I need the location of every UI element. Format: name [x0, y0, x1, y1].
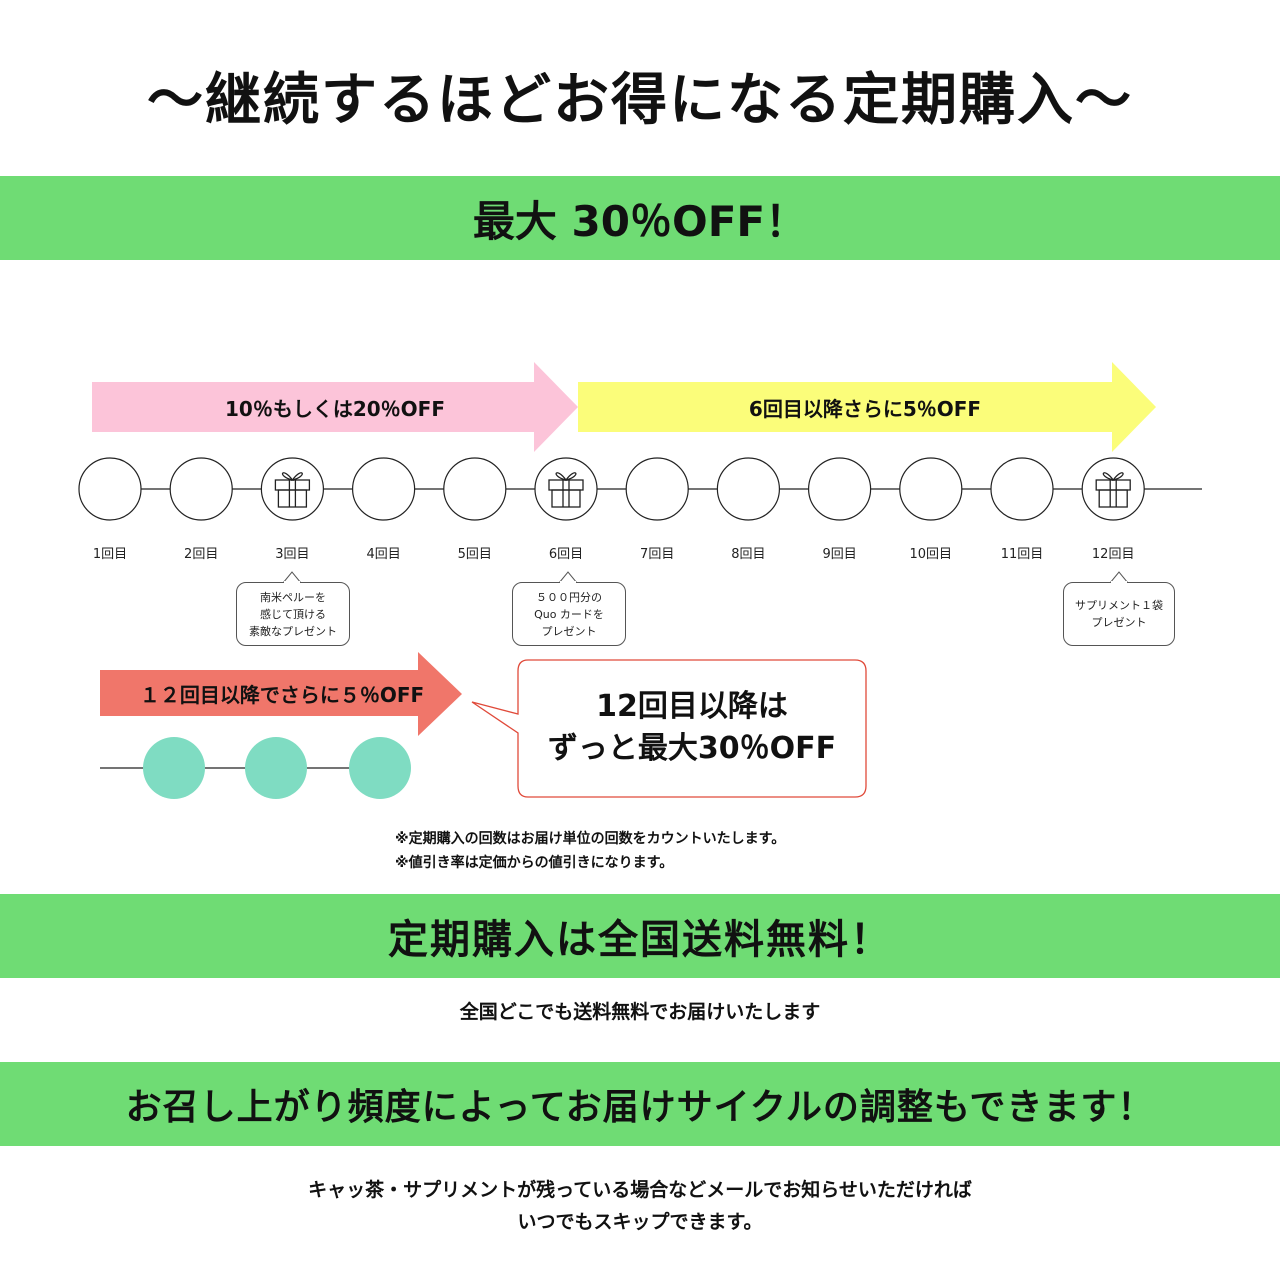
gift-icon [548, 472, 584, 508]
discount-banner: 最大 30％OFF！ [0, 176, 1280, 260]
timeline-circle [625, 457, 689, 521]
timeline-label: 3回目 [275, 547, 310, 562]
timeline-label: 6回目 [548, 547, 584, 562]
bubble-line-2: ずっと最大30％OFF [547, 731, 837, 766]
callout-12th: サプリメント１袋 プレゼント [1063, 582, 1175, 646]
timeline-graphic: 10％もしくは20％OFF 6回目以降さらに5％OFF [78, 362, 1202, 521]
timeline-circle [169, 457, 233, 521]
callout-3rd: 南米ペルーを 感じて頂ける 素敵なプレゼント [236, 582, 350, 646]
timeline-circle [260, 457, 324, 521]
shipping-sub-text: 全国どこでも送料無料でお届けいたします [459, 1001, 821, 1023]
arrow-pink-label: 10％もしくは20％OFF [225, 397, 445, 421]
timeline-label: 5回目 [457, 547, 492, 562]
arrow-red-label: １２回目以降でさらに５％OFF [140, 683, 424, 707]
arrow-red [100, 652, 462, 736]
page-title: 〜継続するほどお得になる定期購入〜 [147, 68, 1133, 133]
note-line: ※値引き率は定価からの値引きになります。 [395, 855, 674, 871]
bubble-line-1: 12回目以降は [596, 689, 788, 724]
timeline-label: 8回目 [731, 547, 766, 562]
timeline-circle [443, 457, 507, 521]
speech-bubble [471, 659, 867, 798]
callout-3rd-line: 素敵なプレゼント [249, 624, 337, 638]
timeline-label: 4回目 [366, 547, 401, 562]
shipping-banner-text: 定期購入は全国送料無料！ [388, 917, 892, 963]
notes: ※定期購入の回数はお届け単位の回数をカウントいたします。 ※値引き率は定価からの… [395, 828, 785, 872]
timeline-label: 1回目 [92, 547, 128, 562]
cycle-banner: お召し上がり頻度によってお届けサイクルの調整もできます！ [0, 1062, 1280, 1146]
callout-6th-line: プレゼント [541, 624, 597, 638]
gift-icon [1095, 472, 1131, 508]
callout-12th-line: サプリメント１袋 [1075, 599, 1163, 612]
teal-circle [245, 737, 307, 799]
bonus-graphic: １２回目以降でさらに５％OFF [100, 652, 867, 799]
timeline-label: 11回目 [1000, 547, 1044, 562]
arrow-yellow-label: 6回目以降さらに5％OFF [749, 397, 981, 421]
timeline-label: 10回目 [909, 547, 953, 562]
timeline-circle [534, 457, 598, 521]
timeline-circle [1081, 457, 1145, 521]
callout-3rd-line: 感じて頂ける [260, 607, 326, 621]
discount-banner-text: 最大 30％OFF！ [472, 196, 808, 246]
timeline-label: 2回目 [184, 547, 219, 562]
callout-12th-line: プレゼント [1091, 616, 1147, 629]
callout-6th: ５００円分の Quo カードを プレゼント [512, 582, 626, 646]
timeline-circle [352, 457, 416, 521]
teal-circle [143, 737, 205, 799]
callout-6th-line: ５００円分の [536, 590, 602, 604]
bubble-text: 12回目以降は ずっと最大30％OFF [518, 686, 866, 770]
cycle-sub-text: キャッ茶・サプリメントが残っている場合などメールでお知らせいただければ いつでも… [0, 1174, 1280, 1238]
note-line: ※定期購入の回数はお届け単位の回数をカウントいたします。 [395, 831, 786, 847]
cycle-banner-text: お召し上がり頻度によってお届けサイクルの調整もできます！ [125, 1087, 1155, 1128]
cycle-sub-line: いつでもスキップできます。 [517, 1211, 763, 1233]
teal-circle [349, 737, 411, 799]
callout-3rd-line: 南米ペルーを [260, 590, 326, 604]
timeline-circle [807, 457, 872, 521]
timeline-label: 9回目 [822, 547, 857, 562]
gift-icon [274, 472, 311, 508]
timeline-circle [899, 457, 963, 521]
timeline-circle [716, 457, 781, 521]
timeline-label: 12回目 [1091, 547, 1135, 562]
arrow-yellow [578, 362, 1156, 452]
timeline-circle [990, 457, 1054, 521]
callout-pointer-mask [284, 581, 1127, 585]
timeline-label: 7回目 [640, 547, 675, 562]
shipping-banner: 定期購入は全国送料無料！ [0, 894, 1280, 978]
arrow-pink [92, 362, 578, 452]
callout-6th-line: Quo カードを [534, 607, 604, 621]
cycle-sub-line: キャッ茶・サプリメントが残っている場合などメールでお知らせいただければ [308, 1179, 972, 1201]
timeline-circle [78, 457, 142, 521]
